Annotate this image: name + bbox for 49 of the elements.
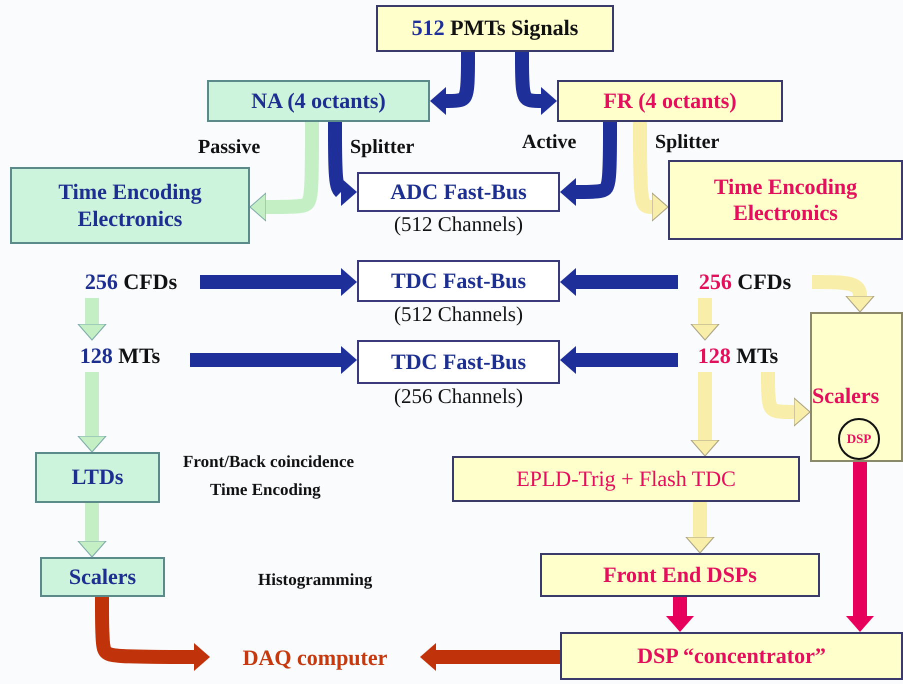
process-box <box>810 312 903 462</box>
box-title: Scalers <box>812 382 880 410</box>
node-label: (512 Channels) <box>393 302 524 327</box>
process-box: ADC Fast-Bus <box>357 172 560 212</box>
annotation: Histogramming <box>258 570 372 590</box>
arrow <box>560 122 617 206</box>
arrow <box>420 643 560 671</box>
annotation: Splitter <box>350 136 414 159</box>
arrow <box>686 502 714 554</box>
annotation: Time Encoding <box>210 480 321 500</box>
process-box: Scalers <box>40 557 165 597</box>
process-box: FR (4 octants) <box>557 80 783 122</box>
arrow <box>690 298 720 340</box>
arrow <box>846 462 874 632</box>
arrow <box>78 298 106 340</box>
arrow <box>78 372 106 452</box>
process-box: TDC Fast-Bus <box>357 340 560 384</box>
node-label: 128 MTs <box>50 340 190 372</box>
process-box: Time Encoding Electronics <box>668 160 903 240</box>
arrow <box>95 597 210 671</box>
arrow <box>560 268 678 296</box>
arrow <box>666 597 694 632</box>
arrow <box>78 503 106 558</box>
arrow <box>190 346 357 374</box>
process-box: TDC Fast-Bus <box>357 260 560 302</box>
process-box: EPLD-Trig + Flash TDC <box>452 456 800 502</box>
node-label: 256 CFDs <box>678 266 812 298</box>
arrow <box>200 268 357 296</box>
node-label: (512 Channels) <box>393 212 524 237</box>
arrow <box>761 370 810 426</box>
process-box: Time Encoding Electronics <box>10 167 250 244</box>
node-label: DAQ computer <box>210 640 420 676</box>
arrow <box>430 52 475 115</box>
source-box: 512 PMTs Signals <box>376 5 614 52</box>
node-label: 128 MTs <box>678 340 798 372</box>
arrow <box>690 372 720 456</box>
process-box: LTDs <box>35 452 160 503</box>
process-box: NA (4 octants) <box>207 80 430 122</box>
arrow <box>560 346 678 374</box>
process-box: Front End DSPs <box>540 553 820 597</box>
node-label: 256 CFDs <box>62 266 200 298</box>
arrow <box>250 122 319 222</box>
annotation: Splitter <box>655 131 720 154</box>
process-box: DSP “concentrator” <box>560 632 903 680</box>
annotation: Active <box>522 131 576 154</box>
annotation: Front/Back coincidence <box>183 452 354 472</box>
annotation: Passive <box>198 136 260 159</box>
component-circle: DSP <box>838 418 880 460</box>
node-label: (256 Channels) <box>393 384 524 409</box>
